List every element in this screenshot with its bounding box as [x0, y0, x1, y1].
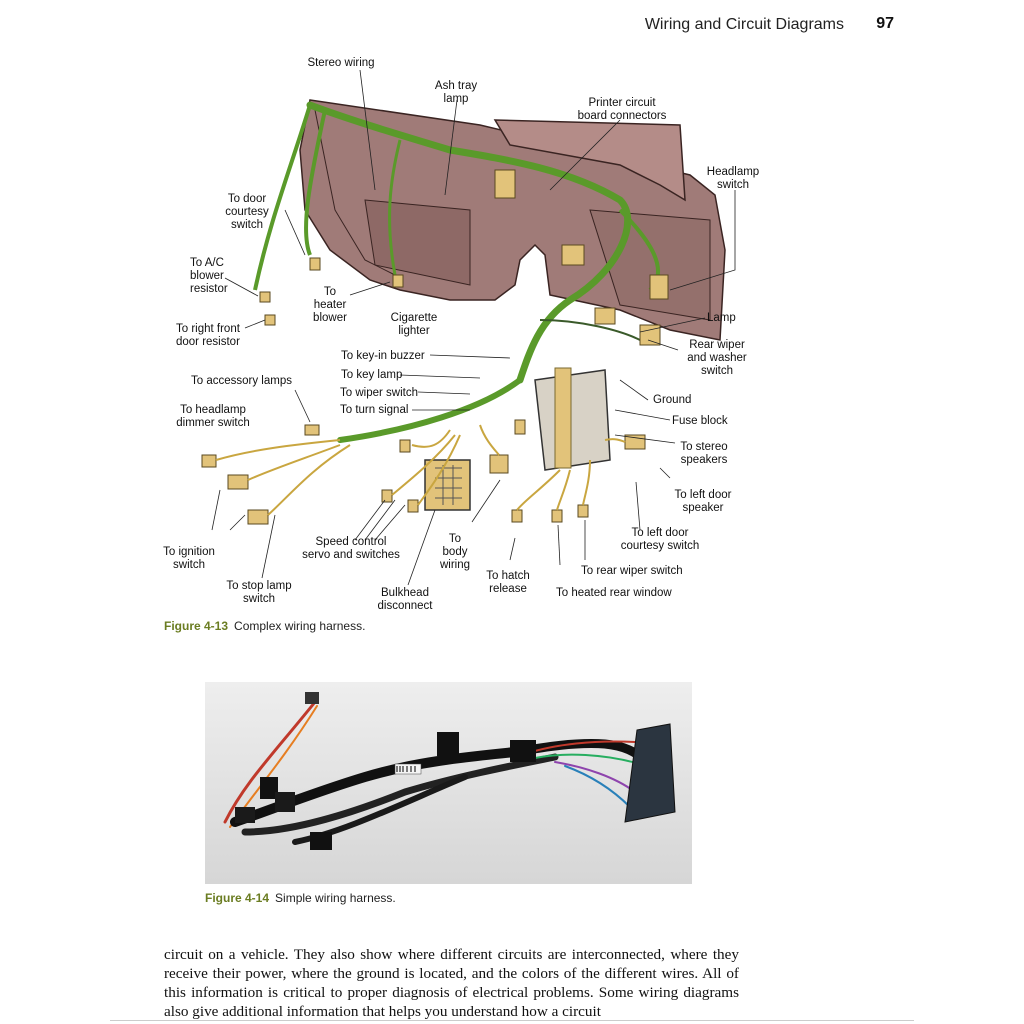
label-headlamp-dimmer: To headlamp dimmer switch [176, 404, 250, 429]
label-body-wiring: To body wiring [439, 533, 471, 571]
body-paragraph: circuit on a vehicle. They also show whe… [164, 946, 739, 1020]
label-right-front-door: To right front door resistor [176, 323, 240, 348]
page-bottom-rule [110, 1020, 914, 1021]
label-wiper-switch: To wiper switch [340, 387, 418, 399]
label-stereo-wiring: Stereo wiring [307, 57, 375, 69]
label-fuse-block: Fuse block [672, 415, 728, 427]
label-ash-tray-lamp: Ash tray lamp [434, 80, 478, 105]
label-turn-signal: To turn signal [340, 404, 409, 416]
label-stop-lamp-switch: To stop lamp switch [226, 580, 292, 605]
running-head: Wiring and Circuit Diagrams 97 [600, 14, 900, 36]
label-hatch-release: To hatch release [486, 570, 530, 595]
label-ignition-switch: To ignition switch [163, 546, 215, 571]
page-number: 97 [876, 15, 894, 32]
label-key-lamp: To key lamp [341, 369, 403, 381]
label-heated-rear-window: To heated rear window [556, 587, 672, 599]
label-lamp: Lamp [707, 312, 736, 324]
figure-14-caption: Figure 4-14 Simple wiring harness. [205, 891, 396, 905]
label-cigarette-lighter: Cigarette lighter [390, 312, 438, 337]
running-title: Wiring and Circuit Diagrams [644, 16, 844, 33]
label-ground: Ground [653, 394, 692, 406]
label-headlamp-switch: Headlamp switch [706, 166, 760, 191]
harness-illustration [201, 69, 736, 586]
label-rear-wiper-washer: Rear wiper and washer switch [687, 339, 747, 377]
label-accessory-lamps: To accessory lamps [191, 375, 292, 387]
figure-13-caption-text: Complex wiring harness. [234, 619, 366, 633]
label-door-courtesy: To door courtesy switch [225, 193, 269, 231]
figure-complex-harness: Stereo wiring Ash tray lamp Printer circ… [150, 50, 790, 615]
label-ac-blower: To A/C blower resistor [190, 257, 228, 295]
label-bulkhead: Bulkhead disconnect [377, 587, 433, 612]
label-key-in-buzzer: To key-in buzzer [341, 350, 425, 362]
label-speed-control: Speed control servo and switches [302, 536, 400, 561]
figure-13-number: Figure 4-13 [164, 619, 229, 633]
label-left-door-speaker: To left door speaker [674, 489, 732, 514]
label-rear-wiper-switch: To rear wiper switch [581, 565, 683, 577]
label-printer-circuit: Printer circuit board connectors [577, 97, 667, 122]
figure-13-caption: Figure 4-13 Complex wiring harness. [164, 619, 365, 633]
label-stereo-speakers: To stereo speakers [680, 441, 728, 466]
figure-simple-harness-photo [205, 682, 692, 884]
figure-14-number: Figure 4-14 [205, 891, 270, 905]
figure-14-caption-text: Simple wiring harness. [275, 891, 396, 905]
harness-photo-image [205, 682, 692, 884]
label-left-door-courtesy: To left door courtesy switch [620, 527, 700, 552]
label-heater-blower: To heater blower [313, 286, 347, 324]
